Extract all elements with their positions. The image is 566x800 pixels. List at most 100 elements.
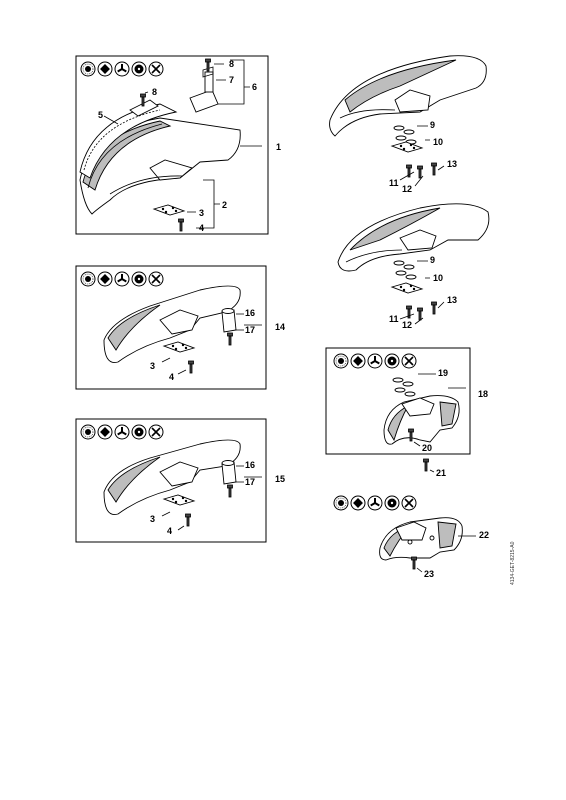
icon-row-15 bbox=[80, 424, 164, 440]
three-blade-icon bbox=[114, 61, 130, 77]
screw-23 bbox=[411, 556, 417, 570]
label-9: 9 bbox=[430, 120, 435, 130]
label-16: 16 bbox=[245, 308, 255, 318]
label-8: 8 bbox=[152, 87, 157, 97]
circular-saw-icon bbox=[131, 61, 147, 77]
screw-4 bbox=[178, 218, 184, 232]
square-blade-icon bbox=[97, 424, 113, 440]
circular-saw-icon bbox=[131, 424, 147, 440]
group-14-panel: 16 17 14 3 4 bbox=[75, 265, 285, 390]
guard-large bbox=[329, 55, 487, 137]
label-3b: 3 bbox=[150, 361, 155, 371]
crossed-tool-icon bbox=[148, 424, 164, 440]
grass-blade-icon bbox=[333, 353, 349, 369]
label-11: 11 bbox=[389, 178, 399, 188]
group-1-panel: 8 7 6 8 5 1 2 3 4 bbox=[75, 55, 281, 235]
plate-3 bbox=[153, 204, 185, 216]
label-10: 10 bbox=[433, 137, 443, 147]
icon-row-22 bbox=[333, 495, 417, 511]
sleeve-16 bbox=[221, 308, 237, 333]
three-blade-icon bbox=[367, 495, 383, 511]
label-11b: 11 bbox=[389, 314, 399, 324]
grass-blade-icon bbox=[333, 495, 349, 511]
group-18-panel: 19 18 20 21 bbox=[325, 347, 488, 478]
label-14: 14 bbox=[275, 322, 285, 332]
panel-frame-14 bbox=[75, 265, 267, 390]
crossed-tool-icon bbox=[401, 353, 417, 369]
crossed-tool-icon bbox=[148, 61, 164, 77]
guard-22 bbox=[379, 517, 463, 561]
clamp-bracket bbox=[189, 66, 219, 113]
guard-14 bbox=[103, 285, 241, 363]
square-blade-icon bbox=[350, 353, 366, 369]
label-18: 18 bbox=[478, 389, 488, 399]
panel-frame-15 bbox=[75, 418, 267, 543]
plate-10 bbox=[391, 141, 423, 153]
label-3c: 3 bbox=[150, 514, 155, 524]
screw-12 bbox=[417, 165, 423, 179]
sleeve-16b bbox=[221, 460, 237, 485]
group-15-panel: 16 17 15 3 4 bbox=[75, 418, 285, 543]
label-20: 20 bbox=[422, 443, 432, 453]
screw-13b bbox=[431, 301, 437, 315]
icon-row-18 bbox=[333, 353, 417, 369]
label-7: 7 bbox=[229, 75, 234, 85]
panel-frame-18 bbox=[325, 347, 471, 455]
group-2: 9 10 11 12 13 bbox=[329, 55, 487, 194]
crossed-tool-icon bbox=[401, 495, 417, 511]
drawing-code: 4134-GET-8215-A0 bbox=[510, 541, 516, 585]
square-blade-icon bbox=[97, 61, 113, 77]
square-blade-icon bbox=[97, 271, 113, 287]
grass-blade-icon bbox=[80, 424, 96, 440]
label-17b: 17 bbox=[245, 477, 255, 487]
label-21: 21 bbox=[436, 468, 446, 478]
screw-17b bbox=[227, 484, 233, 498]
label-6: 6 bbox=[252, 82, 257, 92]
plate-3c bbox=[163, 494, 195, 506]
screw-17 bbox=[227, 332, 233, 346]
label-5: 5 bbox=[98, 110, 103, 120]
label-4c: 4 bbox=[167, 526, 172, 536]
screw-13 bbox=[431, 162, 437, 176]
guard-15 bbox=[103, 439, 241, 515]
label-9b: 9 bbox=[430, 255, 435, 265]
label-13b: 13 bbox=[447, 295, 457, 305]
grass-blade-icon bbox=[80, 61, 96, 77]
guard-18 bbox=[383, 395, 460, 445]
grass-blade-icon bbox=[80, 271, 96, 287]
label-23: 23 bbox=[424, 569, 434, 579]
icon-row bbox=[80, 61, 164, 77]
group-3: 9 10 11 12 13 bbox=[337, 203, 490, 330]
plate-10b bbox=[391, 282, 423, 294]
three-blade-icon bbox=[114, 424, 130, 440]
circular-saw-icon bbox=[384, 353, 400, 369]
screw-4c bbox=[185, 513, 191, 527]
three-blade-icon bbox=[114, 271, 130, 287]
blade-rail bbox=[79, 99, 178, 179]
washers-9b bbox=[393, 260, 417, 280]
screw-12b bbox=[417, 307, 423, 321]
icon-row-14 bbox=[80, 271, 164, 287]
group-22: 22 23 bbox=[333, 495, 489, 579]
label-3: 3 bbox=[199, 208, 204, 218]
label-10b: 10 bbox=[433, 273, 443, 283]
label-8-top: 8 bbox=[229, 59, 234, 69]
plate-3b bbox=[163, 341, 195, 353]
label-4b: 4 bbox=[169, 372, 174, 382]
guard-medium bbox=[337, 203, 490, 272]
washers-19 bbox=[392, 377, 416, 397]
circular-saw-icon bbox=[384, 495, 400, 511]
label-2: 2 bbox=[222, 200, 227, 210]
square-blade-icon bbox=[350, 495, 366, 511]
panel-frame bbox=[75, 55, 269, 235]
label-13: 13 bbox=[447, 159, 457, 169]
label-4: 4 bbox=[199, 223, 204, 233]
label-1: 1 bbox=[276, 142, 281, 152]
screw-21 bbox=[423, 458, 429, 472]
circular-saw-icon bbox=[131, 271, 147, 287]
label-19: 19 bbox=[438, 368, 448, 378]
washers-9 bbox=[393, 125, 417, 145]
label-22: 22 bbox=[479, 530, 489, 540]
crossed-tool-icon bbox=[148, 271, 164, 287]
